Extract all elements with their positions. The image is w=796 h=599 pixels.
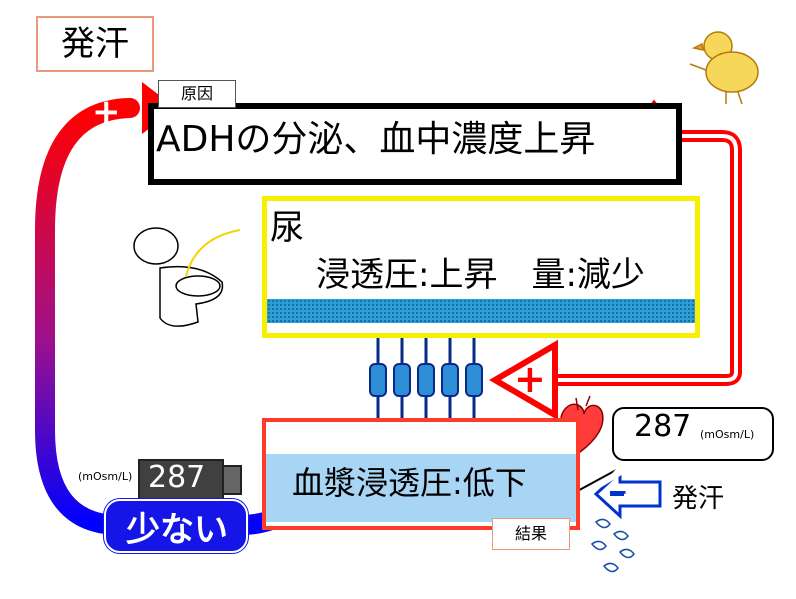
plasma-text: 血漿浸透圧:低下 — [292, 464, 527, 502]
page-title: 発汗 — [36, 16, 154, 72]
meter-knob — [222, 465, 242, 495]
urine-title: 尿 — [270, 208, 304, 248]
callout-value: 287 — [634, 409, 692, 444]
sweat-minus-sign: − — [608, 478, 629, 506]
plasma-fill — [266, 454, 576, 522]
callout-unit: (mOsm/L) — [700, 428, 755, 441]
cause-text: ADHの分泌、血中濃度上昇 — [156, 119, 596, 160]
urine-membrane-strip — [267, 299, 695, 323]
meter-unit: (mOsm/L) — [78, 470, 133, 483]
cause-box — [148, 103, 682, 185]
cause-tag: 原因 — [158, 80, 236, 108]
sweat-label: 発汗 — [672, 484, 725, 514]
urine-detail: 浸透圧:上昇 量:減少 — [316, 255, 645, 295]
toilet-icon — [133, 227, 241, 327]
low-label: 少ない — [126, 510, 228, 550]
sweat-drops-icon — [590, 518, 635, 573]
low-badge — [104, 499, 248, 553]
return-arrowhead — [489, 339, 558, 421]
result-tag: 結果 — [492, 518, 570, 550]
feedback-loop-arrow — [35, 98, 300, 535]
osmolality-callout — [612, 407, 774, 461]
loop-plus-sign: + — [92, 92, 121, 132]
sweat-loss-arrow — [593, 468, 662, 520]
chick-icon — [689, 31, 759, 105]
return-plus-sign: + — [514, 357, 546, 401]
meter-value: 287 — [148, 460, 206, 495]
